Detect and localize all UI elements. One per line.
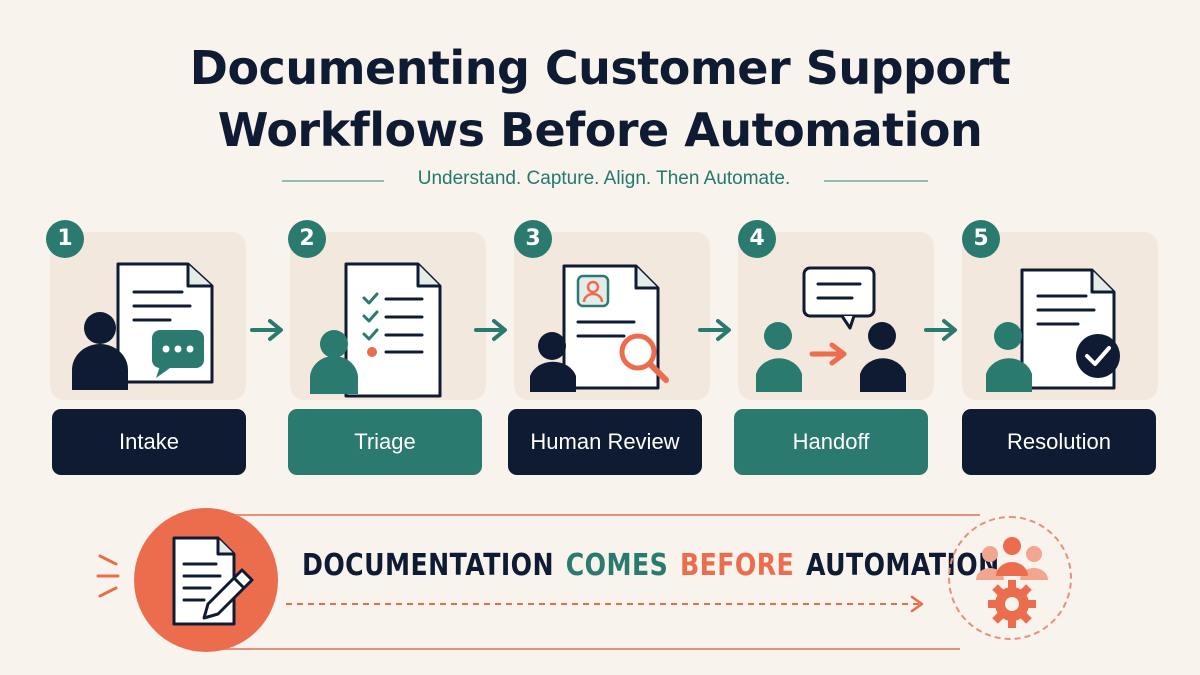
page-title-line-2: Workflows Before Automation bbox=[217, 103, 983, 157]
step-label-handoff: Handoff bbox=[734, 409, 928, 475]
page-title-line-1: Documenting Customer Support bbox=[189, 41, 1011, 95]
document-pencil-icon bbox=[172, 536, 254, 626]
step-label-resolution: Resolution bbox=[962, 409, 1156, 475]
step-number-1: 1 bbox=[46, 220, 84, 258]
step-number-2: 2 bbox=[288, 220, 326, 258]
arrow-right-icon bbox=[250, 319, 283, 341]
step-label-human-review: Human Review bbox=[508, 409, 702, 475]
step-card-handoff bbox=[738, 232, 934, 400]
arrow-right-icon bbox=[474, 319, 507, 341]
person-handoff-arrow-icon bbox=[756, 266, 906, 392]
tagline-word-1: DOCUMENTATION bbox=[302, 548, 554, 583]
step-card-intake bbox=[50, 232, 246, 400]
subtitle-row: Understand. Capture. Align. Then Automat… bbox=[0, 166, 1200, 196]
documentation-badge bbox=[134, 508, 278, 652]
step-number-4: 4 bbox=[738, 220, 776, 258]
automation-badge bbox=[948, 516, 1072, 640]
person-checklist-icon bbox=[310, 262, 442, 398]
person-document-checkmark-icon bbox=[986, 268, 1120, 392]
step-number-3: 3 bbox=[514, 220, 552, 258]
tagline-word-2: COMES bbox=[565, 548, 669, 583]
person-profile-magnifier-icon bbox=[530, 264, 669, 392]
step-label-intake: Intake bbox=[52, 409, 246, 475]
banner-border-bottom bbox=[200, 648, 960, 650]
step-card-resolution bbox=[962, 232, 1158, 400]
subtitle-divider-right bbox=[824, 180, 928, 182]
step-number-5: 5 bbox=[962, 220, 1000, 258]
arrow-right-icon bbox=[924, 319, 957, 341]
step-label-triage: Triage bbox=[288, 409, 482, 475]
arrow-right-icon bbox=[698, 319, 731, 341]
team-gear-icon bbox=[976, 537, 1048, 628]
banner-border-top bbox=[200, 514, 980, 516]
sparkle-lines-icon bbox=[96, 554, 120, 598]
tagline-word-3: BEFORE bbox=[679, 548, 795, 583]
subtitle-divider-left bbox=[282, 180, 384, 182]
dashed-arrow-icon bbox=[286, 595, 924, 613]
step-card-human-review bbox=[514, 232, 710, 400]
step-card-triage bbox=[290, 232, 486, 400]
person-document-chat-icon bbox=[72, 262, 214, 390]
subtitle: Understand. Capture. Align. Then Automat… bbox=[417, 168, 791, 189]
